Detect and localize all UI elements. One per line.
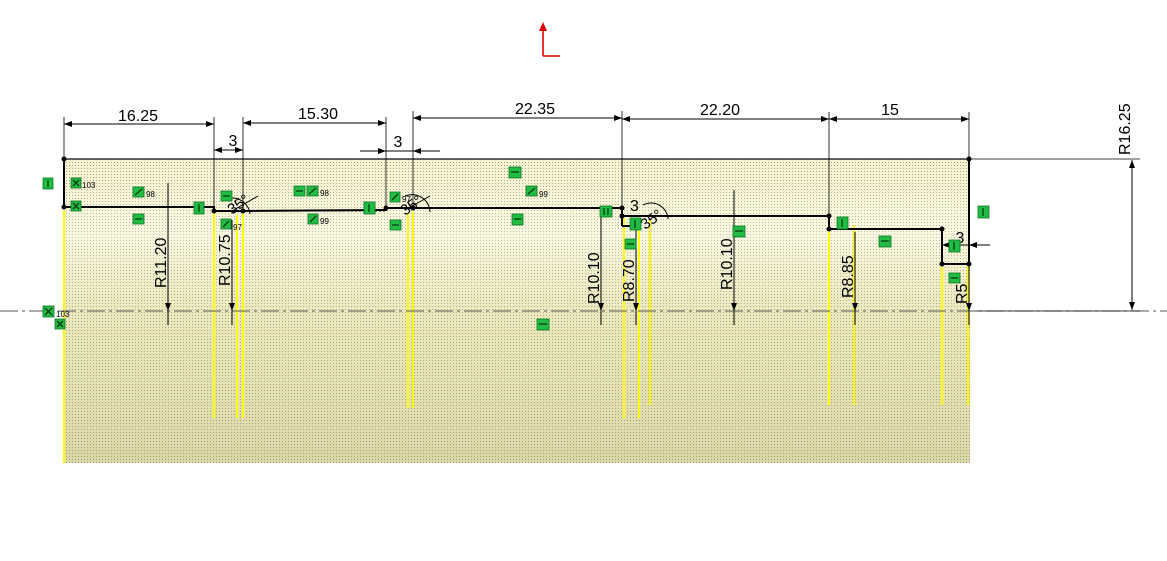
radial-dimensions[interactable]: R16.25 R11.20 R10.75 R10.10 R8.70 R10.10 — [153, 103, 1135, 325]
dimension-3-a[interactable]: 3 — [214, 133, 243, 153]
horizontal-relation-icon[interactable] — [624, 238, 637, 250]
relation-tag: 97 — [233, 223, 242, 232]
dimension-r8-85[interactable]: R8.85 — [840, 232, 858, 325]
relation-tag: 99 — [539, 190, 548, 199]
dimension-16-25[interactable]: 16.25 — [64, 108, 214, 127]
dimension-label[interactable]: 3 — [630, 198, 639, 215]
coincident-relation-icon[interactable] — [42, 305, 55, 318]
relation-tag: 103 — [82, 181, 96, 190]
dimension-label[interactable]: 3 — [956, 230, 965, 247]
dimension-r11-20[interactable]: R11.20 — [153, 183, 171, 325]
dimension-label[interactable]: R16.25 — [1117, 103, 1134, 155]
dimension-label[interactable]: 3 — [394, 134, 403, 151]
dimension-label[interactable]: 22.35 — [515, 101, 555, 118]
vertical-relation-icon[interactable] — [977, 205, 990, 219]
dimension-r16-25[interactable]: R16.25 — [1117, 103, 1135, 310]
vertical-relation-icon[interactable] — [948, 239, 961, 253]
vertical-relation-icon[interactable] — [599, 205, 613, 218]
dimension-label[interactable]: 15 — [881, 102, 899, 119]
vertical-relation-icon[interactable] — [629, 217, 642, 231]
tangent-relation-icon[interactable] — [525, 185, 538, 197]
horizontal-relation-icon[interactable] — [389, 219, 402, 231]
dimension-r10-75[interactable]: R10.75 — [217, 220, 235, 325]
relation-tag: 103 — [56, 310, 70, 319]
extension-lines — [63, 111, 1140, 312]
dimension-label[interactable]: R10.10 — [719, 238, 736, 290]
tangent-relation-icon[interactable] — [306, 185, 319, 197]
dimension-label[interactable]: 22.20 — [700, 102, 740, 119]
dimension-r10-10-b[interactable]: R10.10 — [719, 190, 737, 325]
relation-tag: 98 — [320, 189, 329, 198]
tangent-relation-icon[interactable] — [132, 186, 145, 198]
dimension-label[interactable]: R11.20 — [153, 237, 170, 288]
dimension-3-c[interactable]: 3 — [621, 198, 639, 222]
relation-tag: 97 — [402, 195, 411, 204]
relation-tag: 98 — [146, 190, 155, 199]
relation-tag: 99 — [320, 217, 329, 226]
coincident-relation-icon[interactable] — [54, 318, 66, 330]
dimension-label[interactable]: R5 — [954, 283, 971, 304]
dimension-label[interactable]: 15.30 — [298, 106, 338, 123]
sketch-relations[interactable]: 103 98 97 98 99 97 99 103 — [42, 166, 990, 331]
tangent-relation-icon[interactable] — [389, 191, 401, 203]
horizontal-relation-icon[interactable] — [220, 190, 233, 202]
dimension-label[interactable]: 16.25 — [118, 108, 158, 125]
horizontal-relation-icon[interactable] — [511, 213, 524, 226]
vertical-relation-icon[interactable] — [836, 216, 849, 230]
dimension-r8-70[interactable]: R8.70 — [621, 227, 639, 325]
horizontal-relation-icon[interactable] — [878, 235, 892, 248]
horizontal-relation-icon[interactable] — [293, 185, 306, 197]
horizontal-relation-icon[interactable] — [948, 272, 961, 284]
dimension-22-20[interactable]: 22.20 — [622, 102, 829, 122]
dimension-15-30[interactable]: 15.30 — [243, 106, 386, 126]
coincident-relation-icon[interactable] — [70, 177, 82, 189]
coincident-relation-icon[interactable] — [70, 200, 82, 212]
dimension-label[interactable]: R10.10 — [586, 252, 603, 304]
dimension-label[interactable]: R10.75 — [217, 234, 234, 286]
dimension-label[interactable]: 3 — [229, 133, 238, 150]
tangent-relation-icon[interactable] — [220, 218, 232, 230]
dimension-r5[interactable]: R5 — [954, 266, 972, 325]
vertical-relation-icon[interactable] — [363, 201, 376, 215]
tangent-relation-icon[interactable] — [307, 213, 319, 225]
dimension-label[interactable]: R8.85 — [840, 255, 857, 298]
horizontal-relation-icon[interactable] — [132, 213, 145, 225]
dimension-label[interactable]: R8.70 — [621, 259, 638, 302]
vertical-relation-icon[interactable] — [42, 177, 54, 190]
dimension-3-b[interactable]: 3 — [360, 134, 440, 154]
dimension-15[interactable]: 15 — [829, 102, 969, 122]
dimension-22-35[interactable]: 22.35 — [413, 101, 622, 121]
horizontal-relation-icon[interactable] — [536, 318, 550, 331]
horizontal-relation-icon[interactable] — [508, 166, 522, 179]
horizontal-relation-icon[interactable] — [732, 225, 746, 238]
origin-marker — [539, 22, 560, 57]
dimension-r10-10-a[interactable]: R10.10 — [586, 215, 604, 325]
linear-dimensions[interactable]: 16.25 3 15.30 3 22.35 22.20 — [64, 101, 990, 248]
vertical-relation-icon[interactable] — [193, 201, 205, 215]
